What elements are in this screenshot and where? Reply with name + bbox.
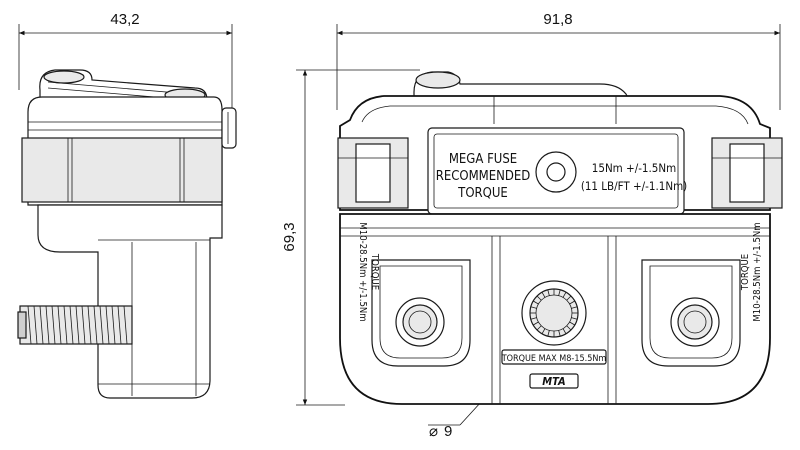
- thread-line: [39, 305, 44, 345]
- thread-line: [123, 305, 128, 345]
- stud-tick: [571, 306, 578, 309]
- dimension-front-width: 91,8: [336, 11, 781, 110]
- stud-tick: [562, 328, 567, 334]
- stud-tick: [533, 321, 539, 326]
- thread-line: [33, 305, 38, 345]
- stud-tick: [571, 317, 578, 320]
- plate-text-line-2: RECOMMENDED: [436, 169, 531, 184]
- stud-tick: [536, 325, 542, 331]
- thread-line: [75, 305, 80, 345]
- center-terminal-text: TORQUE MAX M8-15.5Nm: [501, 354, 607, 364]
- dimension-height-label: 69,3: [281, 222, 298, 251]
- stud-tick: [541, 328, 546, 334]
- stud-tick: [547, 330, 550, 337]
- right-terminal-text-2: M10-28.5Nm +/-1.5Nm: [752, 222, 763, 321]
- thread-line: [27, 305, 32, 345]
- brand-logo: MTA: [542, 375, 565, 388]
- thread-line: [81, 305, 86, 345]
- stud-tick: [566, 295, 572, 301]
- diameter-symbol: ⌀: [429, 423, 438, 440]
- thread-line: [111, 305, 116, 345]
- thread-line: [51, 305, 56, 345]
- stud-tick: [541, 292, 546, 298]
- thread-line: [69, 305, 74, 345]
- stud-tick: [533, 300, 539, 305]
- dimension-side-width: 43,2: [18, 11, 233, 110]
- left-terminal-text-1: TORQUE: [369, 253, 380, 290]
- side-view: [17, 69, 237, 399]
- thread-line: [87, 305, 92, 345]
- dimension-front-width-label: 91,8: [543, 11, 572, 28]
- right-terminal-text-1: TORQUE: [740, 254, 751, 291]
- front-view: MEGA FUSE RECOMMENDED TORQUE 15Nm +/-1.5…: [337, 71, 783, 405]
- thread-line: [63, 305, 68, 345]
- thread-line: [99, 305, 104, 345]
- stud-tick: [536, 295, 542, 301]
- threaded-stud: [17, 305, 133, 345]
- plate-text-line-1: MEGA FUSE: [449, 152, 517, 167]
- center-stud: [521, 280, 587, 346]
- thread-line: [117, 305, 122, 345]
- left-terminal-text-2: M10-28.5Nm +/-1.5Nm: [357, 222, 368, 321]
- stud-tick: [558, 330, 561, 337]
- plate-torque-value: 15Nm +/-1.5Nm: [592, 161, 676, 175]
- thread-line: [105, 305, 110, 345]
- stud-tick: [566, 325, 572, 331]
- stud-tick: [569, 321, 575, 326]
- plate-torque-imperial: (11 LB/FT +/-1.1Nm): [581, 179, 687, 193]
- dimension-bore-diameter-label: 9: [444, 423, 452, 440]
- plate-text-line-3: TORQUE: [457, 186, 508, 201]
- dimension-height: 69,3: [281, 69, 420, 406]
- dimension-side-width-label: 43,2: [110, 11, 139, 28]
- stud-tick: [558, 289, 561, 296]
- thread-line: [57, 305, 62, 345]
- thread-line: [93, 305, 98, 345]
- stud-tick: [547, 289, 550, 296]
- stud-tick: [530, 306, 537, 309]
- stud-tick: [569, 300, 575, 305]
- stud-tick: [562, 292, 567, 298]
- thread-line: [45, 305, 50, 345]
- stud-tick: [530, 317, 537, 320]
